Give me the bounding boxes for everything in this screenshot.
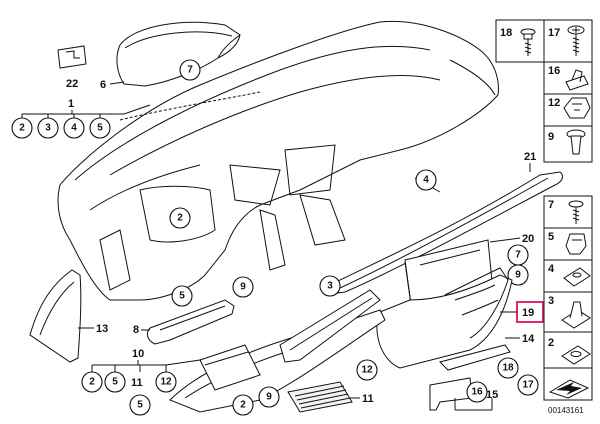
cell-7 [543,195,593,229]
cell-3-num: 3 [548,295,554,307]
cell-16-num: 16 [548,65,560,77]
cell-2-num: 2 [548,337,554,349]
callout-5-b10-text: 5 [112,377,118,388]
callout-12-b10 [155,371,177,393]
label-20: 20 [522,233,534,245]
clip-nut-icon [563,267,591,287]
callout-7-text: 7 [187,65,193,76]
callout-9-right-text: 9 [515,270,521,281]
label-11: 11 [131,377,143,389]
label-14: 14 [522,333,535,345]
glovebox-part [376,267,513,369]
callout-2-b10 [81,371,103,393]
callout-9-bottom-text: 9 [266,392,272,403]
hinge-bracket-part [429,377,473,411]
cell-4-num: 4 [548,263,555,275]
label-13: 13 [96,323,108,335]
callout-4-text: 4 [71,123,77,134]
callout-5-bottom-text: 5 [137,400,143,411]
callout-3 [37,117,59,139]
callout-5-text: 5 [97,123,103,134]
callout-17 [517,374,539,396]
callout-9-right [507,264,529,286]
label-19: 19 [522,307,534,319]
cell-18-num: 18 [500,27,512,39]
callout-5-mid-text: 5 [179,291,185,302]
callout-18 [497,357,519,379]
label-15: 15 [486,389,498,401]
trim-strip-part [329,171,563,295]
callout-12-bottom [356,359,378,381]
callout-2-bottom-text: 2 [240,400,246,411]
dashboard-carrier-part [57,20,499,301]
callout-4 [63,117,85,139]
sticker-part [57,45,87,69]
side-panel-part [29,269,82,363]
callout-18-text: 18 [502,363,514,374]
callout-2-dash [169,207,191,229]
callout-9-mid-text: 9 [240,282,246,293]
callout-4-strip [415,169,437,191]
callout-9-mid [232,276,254,298]
clip-nut-icon [561,345,591,365]
callout-9-bottom [258,386,280,408]
callout-4-strip-text: 4 [423,175,429,186]
callout-2-bottom [232,394,254,416]
callout-3-mid [319,275,341,297]
screw-icon [568,200,584,224]
gauge-hood-part [116,21,241,87]
callout-5-mid [171,285,193,307]
callout-5-bottom [129,394,151,416]
callout-16 [466,381,488,403]
expansion-rivet-icon [566,129,586,155]
cell-9-num: 9 [548,131,554,143]
cell-17-num: 17 [548,27,560,39]
callout-2-text: 2 [19,123,25,134]
group-10-bracket [91,359,201,372]
clip-nut-icon [565,69,589,91]
clip-icon [565,233,587,255]
callout-3-text: 3 [45,123,51,134]
clip-icon [563,97,591,119]
callout-17-text: 17 [522,380,534,391]
grille-part [287,381,353,413]
bracket-part [439,344,511,371]
callout-3-mid-text: 3 [327,281,333,292]
cell-18 [495,19,545,63]
screw-icon [567,25,585,56]
cell-5-num: 5 [548,231,554,243]
cell-17 [543,19,593,63]
fasteners-panel [495,19,593,401]
label-10: 10 [132,348,144,360]
cell-3 [543,291,593,333]
callout-2-b10-text: 2 [89,377,95,388]
diagram-code: 00143161 [548,406,584,415]
label-21: 21 [524,151,536,163]
callout-5 [89,117,111,139]
trim-piece-part [146,299,235,345]
callout-2-dash-text: 2 [177,213,183,224]
cell-7-num: 7 [548,199,554,211]
callout-12-b10-text: 12 [160,377,172,388]
label-8: 8 [133,324,139,336]
clip-nut-icon [561,301,591,329]
arrow-symbol-icon [548,379,590,399]
label-6: 6 [100,79,106,91]
lower-panel-part [169,289,386,413]
callout-5-b10 [104,371,126,393]
label-22: 22 [66,78,78,90]
callout-16-text: 16 [471,387,483,398]
callout-7-right-text: 7 [515,250,521,261]
callout-7 [179,59,201,81]
screw-icon [520,28,536,56]
cell-12-num: 12 [548,97,560,109]
group-1-bracket [21,104,151,118]
callout-12-bottom-text: 12 [361,365,373,376]
label-11-grille: 11 [362,393,374,405]
callout-2 [11,117,33,139]
label-1: 1 [68,98,74,110]
